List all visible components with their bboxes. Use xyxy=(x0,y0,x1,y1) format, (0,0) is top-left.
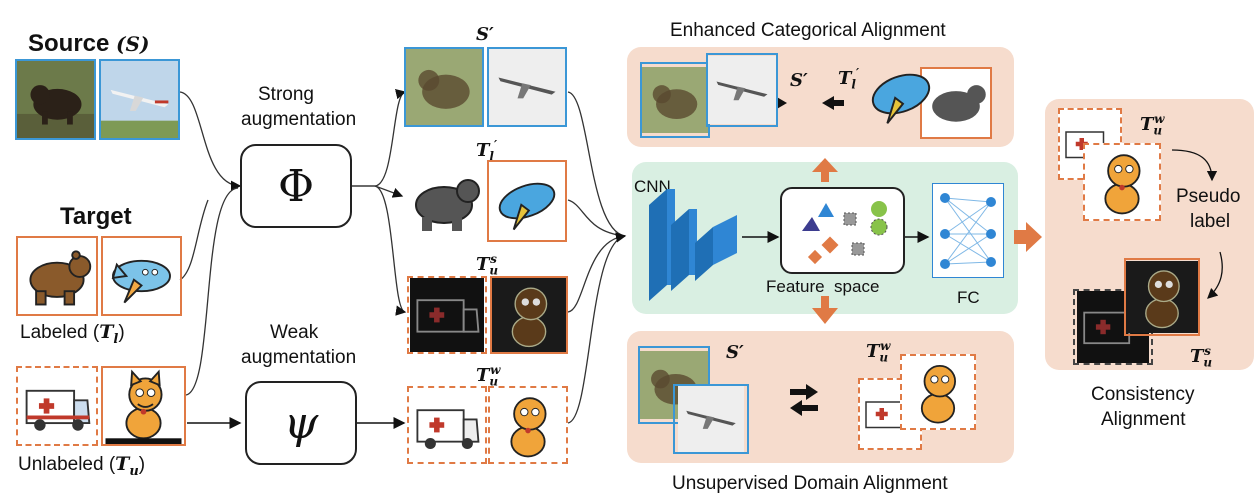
strong-source-plane xyxy=(487,47,567,127)
eca-arrow-1 xyxy=(822,96,844,110)
labeled-bear-image xyxy=(16,236,98,316)
swap-arrow-right xyxy=(790,384,818,400)
orange-right-arrow xyxy=(1014,222,1042,252)
orange-down-arrow xyxy=(812,296,838,324)
tus-label: Tus xyxy=(476,252,499,278)
tl-prime-label: Tl′ xyxy=(476,138,498,164)
feature-space-label: Feature space xyxy=(766,277,880,296)
uda-plane-image xyxy=(673,384,749,454)
orange-up-arrow xyxy=(812,158,838,182)
feature-space-box xyxy=(780,187,905,274)
eca-plane-sketch xyxy=(862,55,940,133)
eca-plane-image xyxy=(706,53,778,127)
unlabeled-cat-image xyxy=(101,366,186,446)
source-plane-image xyxy=(99,59,180,140)
swap-arrow-left xyxy=(790,400,818,416)
strong-aug-line1: Strong xyxy=(258,84,314,105)
cnn-label: CNN xyxy=(634,177,671,196)
consistency-title-line1: Consistency xyxy=(1091,384,1195,405)
cons-tus: Tus xyxy=(1190,344,1213,370)
cons-strong-cat xyxy=(1124,258,1200,336)
cons-tuw: Tuw xyxy=(1140,112,1165,138)
weak-augmentation-psi: ψ xyxy=(245,381,357,465)
strong-unlabeled-cat xyxy=(490,276,568,354)
labeled-plane-image xyxy=(101,236,182,316)
weak-unlabeled-cat xyxy=(488,386,568,464)
source-label: Source (S) xyxy=(28,30,150,57)
eca-bear-sketch xyxy=(920,67,992,139)
eca-tl-prime: Tl′ xyxy=(838,66,860,92)
pseudo-label-line1: Pseudo xyxy=(1176,186,1241,207)
eca-title: Enhanced Categorical Alignment xyxy=(670,20,946,41)
unlabeled-caption: Unlabeled (Tu) xyxy=(18,453,146,479)
weak-aug-line2: augmentation xyxy=(241,347,357,368)
strong-labeled-plane xyxy=(487,160,567,242)
uda-cat-image xyxy=(900,354,976,430)
cons-cat-image xyxy=(1083,143,1161,221)
eca-bear-image xyxy=(640,62,710,138)
weak-aug-line1: Weak xyxy=(270,322,319,343)
uda-ambulance-image xyxy=(858,378,922,450)
uda-title: Unsupervised Domain Alignment xyxy=(672,473,948,494)
unlabeled-ambulance-image xyxy=(16,366,98,446)
target-label: Target xyxy=(60,203,132,230)
source-bear-image xyxy=(15,59,96,140)
tuw-label: Tuw xyxy=(476,363,501,389)
uda-s-prime: S′ xyxy=(726,342,744,363)
labeled-caption: Labeled (Tl) xyxy=(20,321,125,347)
strong-labeled-bear xyxy=(404,160,484,242)
weak-unlabeled-ambulance xyxy=(407,386,487,464)
strong-aug-line2: augmentation xyxy=(241,109,357,130)
uda-tuw: Tuw xyxy=(866,339,891,365)
fc-box xyxy=(932,183,1004,278)
cnn-blocks xyxy=(649,189,737,301)
consistency-title-line2: Alignment xyxy=(1101,409,1186,430)
s-prime-label: S′ xyxy=(476,24,494,45)
strong-unlabeled-ambulance xyxy=(407,276,487,354)
fc-label: FC xyxy=(957,288,980,307)
eca-s-prime: S′ xyxy=(790,70,808,91)
strong-augmentation-phi: Φ xyxy=(240,144,352,228)
strong-source-bear xyxy=(404,47,484,127)
pseudo-label-line2: label xyxy=(1190,211,1231,232)
